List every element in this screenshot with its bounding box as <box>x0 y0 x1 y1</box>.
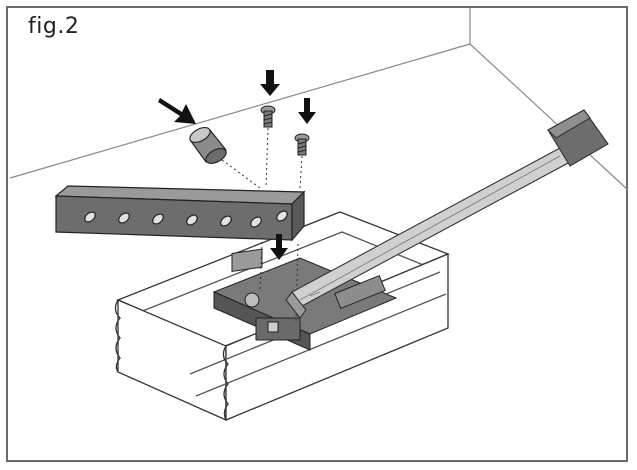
room-background <box>9 8 629 191</box>
cylinder-pin <box>189 127 227 164</box>
boom-arm <box>285 109 609 319</box>
arrow-diagonal-icon <box>158 98 196 124</box>
perforated-bar <box>54 185 306 242</box>
arrow-down-icon <box>260 70 280 96</box>
arrow-down-icon <box>270 234 288 260</box>
screw-left <box>260 105 276 128</box>
arrow-down-icon <box>298 98 316 124</box>
figure-label: fig.2 <box>28 14 80 39</box>
screw-right <box>294 133 310 156</box>
